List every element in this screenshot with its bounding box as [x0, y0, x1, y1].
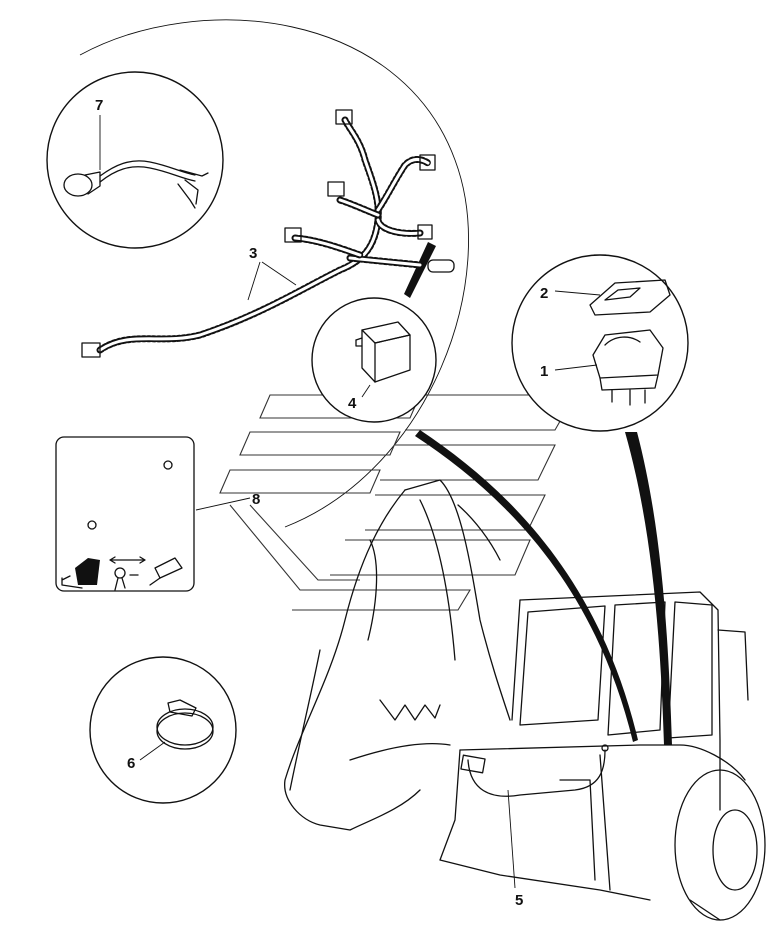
leader-switch-to-machine: [625, 432, 672, 745]
callout-8: 8: [252, 491, 260, 508]
callout-5: 5: [515, 892, 523, 909]
leader-harness-to-relay: [404, 242, 436, 298]
callout-7: 7: [95, 97, 103, 114]
backhoe-machine: [284, 479, 766, 921]
callout-1: 1: [540, 363, 548, 380]
callout-3: 3: [249, 245, 257, 262]
decal-item8: [55, 436, 251, 592]
leader-relay-to-machine: [415, 430, 638, 742]
detail-circle-item7: [46, 71, 224, 249]
callout-2: 2: [540, 285, 548, 302]
harness-detail-arc: [79, 19, 469, 528]
watermark-logo: [219, 394, 576, 611]
detail-circle-items1-2: [511, 254, 689, 432]
detail-circle-item6: [89, 656, 237, 804]
detail-circle-item4: [311, 297, 437, 423]
callout-6: 6: [127, 755, 135, 772]
callout-4: 4: [348, 395, 357, 412]
wiring-harness: [81, 109, 455, 358]
